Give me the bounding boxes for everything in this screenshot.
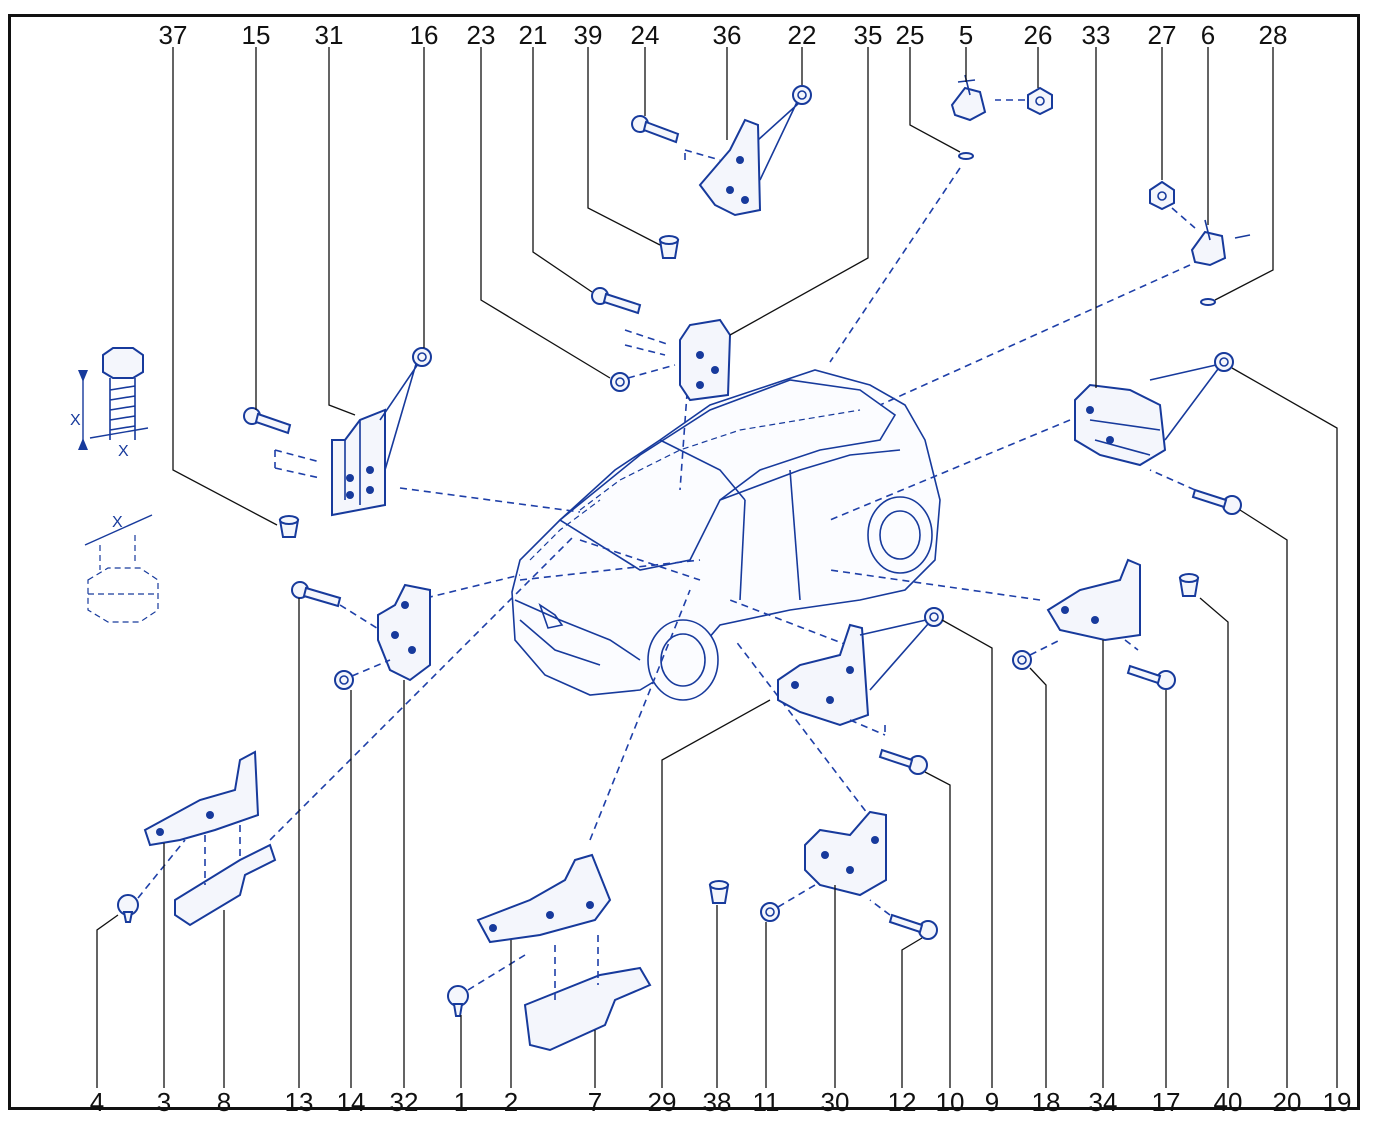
bolt-24: [631, 115, 680, 144]
callout-20: 20: [1273, 1087, 1302, 1117]
nut-11: [760, 884, 816, 922]
callout-8: 8: [217, 1087, 231, 1117]
callout-32: 32: [390, 1087, 419, 1117]
bolt-17: [1126, 664, 1176, 690]
hinge-3: [143, 750, 260, 847]
callout-28: 28: [1259, 20, 1288, 50]
callout-25: 25: [896, 20, 925, 50]
callout-36: 36: [713, 20, 742, 50]
cap-40: [1178, 573, 1200, 597]
bolt-21: [591, 287, 642, 315]
striker-6: [1190, 219, 1251, 306]
nut-16: [379, 347, 432, 471]
hinge-30: [804, 810, 887, 897]
callout-10: 10: [936, 1087, 965, 1117]
leader-lines: [96, 47, 1338, 1088]
callout-13: 13: [285, 1087, 314, 1117]
dimension-label: X: [70, 412, 81, 429]
callout-40: 40: [1214, 1087, 1243, 1117]
nut-23: [610, 364, 676, 392]
callout-26: 26: [1024, 20, 1053, 50]
nut-14: [334, 659, 391, 690]
hinge-29: [777, 623, 886, 736]
callout-4: 4: [90, 1087, 104, 1117]
hinge-32: [377, 583, 431, 682]
bolt-20: [1149, 469, 1242, 515]
bracket-8: [174, 825, 277, 927]
callout-2: 2: [504, 1087, 518, 1117]
callout-39: 39: [574, 20, 603, 50]
car-body: [511, 369, 941, 701]
nut-9: [859, 607, 944, 691]
bracket-7: [523, 935, 652, 1052]
callout-23: 23: [467, 20, 496, 50]
callout-33: 33: [1082, 20, 1111, 50]
callout-11: 11: [753, 1087, 780, 1117]
nut-27: [1149, 180, 1196, 229]
dimension-detail: X X X: [70, 347, 159, 623]
callout-1: 1: [454, 1087, 468, 1117]
hinge-35: [624, 318, 732, 402]
callout-34: 34: [1089, 1087, 1118, 1117]
callout-12: 12: [888, 1087, 917, 1117]
hinge-34: [1046, 558, 1141, 651]
callout-38: 38: [703, 1087, 732, 1117]
callout-18: 18: [1032, 1087, 1061, 1117]
bolt-4: [117, 839, 186, 923]
hinge-2: [476, 853, 612, 944]
bolt-12: [869, 899, 938, 940]
nut-26: [995, 86, 1053, 116]
cap-37: [278, 515, 300, 538]
callout-27: 27: [1148, 20, 1177, 50]
callout-21: 21: [519, 20, 548, 50]
bolt-1: [447, 954, 526, 1017]
dimension-label: X: [118, 443, 129, 460]
callout-16: 16: [410, 20, 439, 50]
striker-5: [950, 74, 987, 160]
bolt-13: [291, 581, 381, 631]
callout-35: 35: [854, 20, 883, 50]
cap-39: [658, 235, 680, 259]
callout-9: 9: [985, 1087, 999, 1117]
nut-19: [1149, 352, 1234, 441]
callout-5: 5: [959, 20, 973, 50]
top-callouts: 37 15 31 16 23 21 39 24 36 22 35 25 5 26 33 27 6 28: [159, 20, 1288, 50]
hinge-31: [274, 408, 386, 517]
hinge-36: [684, 118, 762, 217]
callout-30: 30: [821, 1087, 850, 1117]
dimension-label: X: [112, 514, 123, 531]
callout-15: 15: [242, 20, 271, 50]
callout-22: 22: [788, 20, 817, 50]
callout-3: 3: [157, 1087, 171, 1117]
nut-22: [757, 85, 812, 181]
cap-38: [708, 880, 730, 904]
assembly-lines: [269, 167, 1191, 841]
callout-29: 29: [648, 1087, 677, 1117]
hinge-33: [1074, 383, 1167, 467]
callout-14: 14: [337, 1087, 366, 1117]
callout-31: 31: [315, 20, 344, 50]
callout-37: 37: [159, 20, 188, 50]
callout-7: 7: [588, 1087, 602, 1117]
callout-6: 6: [1201, 20, 1215, 50]
bolt-10: [878, 748, 928, 775]
bolt-15: [243, 407, 292, 435]
callout-24: 24: [631, 20, 660, 50]
callout-17: 17: [1152, 1087, 1181, 1117]
callout-19: 19: [1323, 1087, 1352, 1117]
nut-18: [1012, 639, 1061, 670]
